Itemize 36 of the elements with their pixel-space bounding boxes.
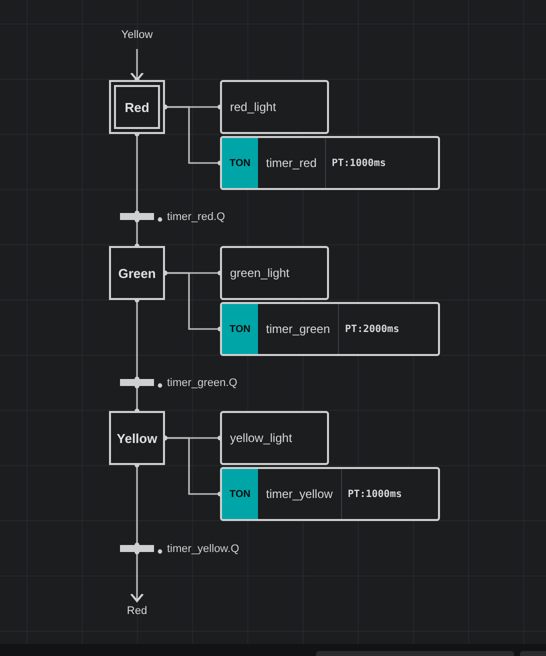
arrow — [130, 49, 144, 82]
step-box: Green — [109, 246, 165, 300]
timer-name: timer_green — [258, 304, 340, 354]
timer-type-label: TON — [222, 304, 258, 354]
connector-line — [136, 465, 138, 545]
transition-bar — [120, 545, 154, 552]
connector-line — [165, 437, 220, 495]
state-reference-label: Yellow — [112, 29, 162, 43]
timer-name: timer_red — [258, 138, 326, 188]
timer-type-label: TON — [222, 469, 258, 519]
action-box: green_light — [220, 246, 329, 300]
transition-condition: timer_green.Q — [167, 377, 238, 389]
connector-line — [136, 386, 138, 411]
connector-line — [136, 300, 138, 379]
state-reference-label: Red — [112, 605, 162, 619]
action-box: yellow_light — [220, 411, 329, 465]
connector-line — [165, 272, 220, 330]
transition-bar — [120, 379, 154, 386]
timer-type-label: TON — [222, 138, 258, 188]
timer-block — [220, 467, 440, 521]
transition-bar — [120, 213, 154, 220]
connector-line — [165, 106, 220, 164]
preset-time: PT:2000ms — [344, 322, 400, 336]
connector-line — [136, 220, 138, 246]
timer-block — [220, 136, 440, 190]
transition-condition: timer_red.Q — [167, 211, 226, 223]
connector-line — [136, 134, 138, 213]
preset-time: PT:1000ms — [346, 488, 402, 502]
action-box: red_light — [220, 80, 329, 134]
timer-name: timer_yellow — [258, 469, 342, 519]
timer-block — [220, 302, 440, 356]
preset-time: PT:1000ms — [330, 156, 386, 170]
transition-condition: timer_yellow.Q — [167, 543, 240, 555]
arrow — [130, 552, 144, 602]
step-box: Yellow — [109, 411, 165, 465]
step-box: Red — [109, 80, 165, 134]
